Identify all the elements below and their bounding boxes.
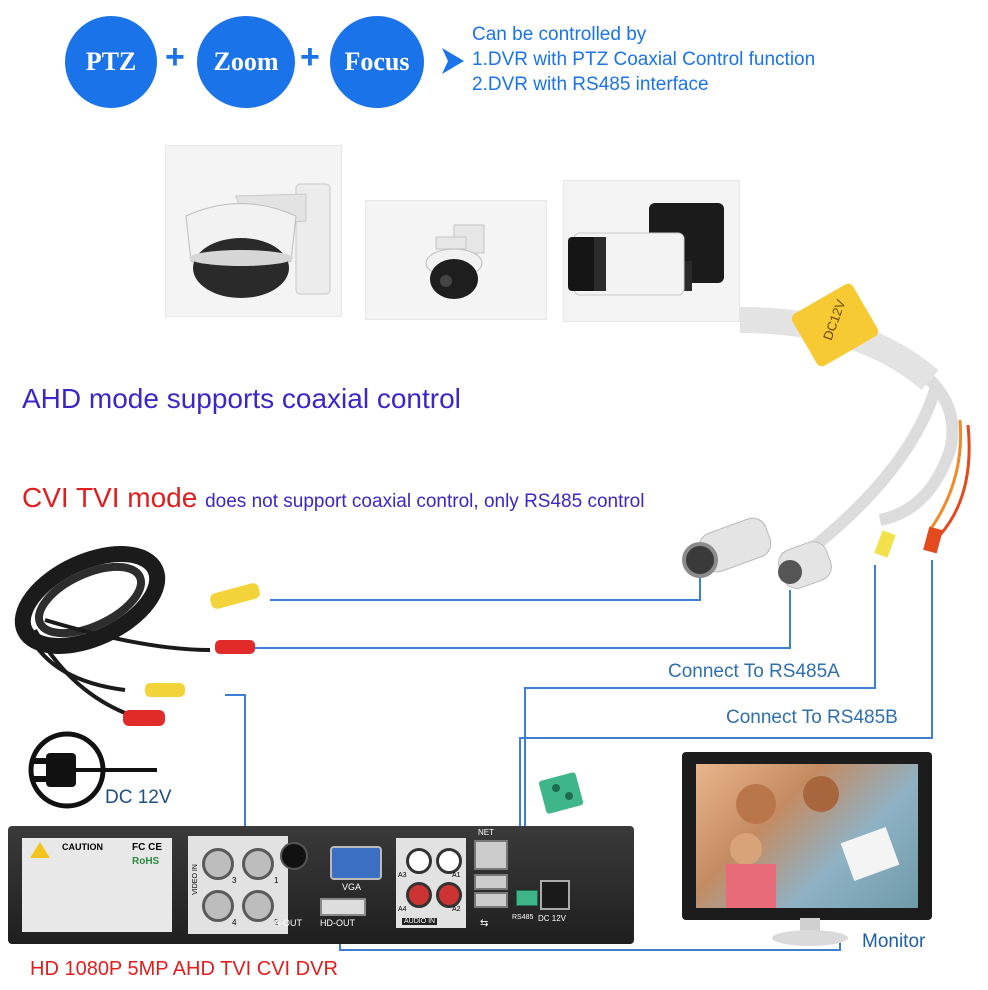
zoom-label: Zoom [213, 47, 279, 76]
monitor [682, 752, 932, 920]
camera-pigtail-cable: DC12V [682, 283, 971, 589]
cvi-tvi-mode-note: CVI TVI mode does not support coaxial co… [22, 482, 644, 514]
monitor-screen-family-photo [696, 764, 918, 908]
video-in-label: VIDEO IN [191, 864, 199, 895]
monitor-label: Monitor [862, 931, 926, 952]
audio-in-label: AUDIO IN [402, 918, 438, 925]
rs485-terminal-block [538, 772, 584, 814]
fcc-ce-mark: FC CE [132, 842, 162, 853]
ethernet-port[interactable] [474, 840, 508, 870]
usb-port[interactable] [474, 892, 508, 908]
hd-out-label: HD-OUT [320, 918, 355, 928]
bnc-port[interactable] [242, 848, 274, 880]
rs485-port[interactable] [516, 890, 538, 906]
dc-12v-label: DC 12V [105, 787, 172, 808]
ptz-label: PTZ [85, 47, 137, 76]
rs485-label: RS485 [512, 914, 534, 921]
focus-badge: Focus [330, 16, 424, 108]
bnc-port[interactable] [202, 890, 234, 922]
hdmi-port[interactable] [320, 898, 366, 916]
vga-port[interactable] [330, 846, 382, 880]
dc-power-port[interactable] [540, 880, 570, 910]
net-label: NET [478, 828, 494, 837]
camera-photo-speed-dome [365, 200, 547, 320]
camera-photo-bullet-ptz [563, 180, 740, 322]
audio-out-port[interactable] [280, 842, 308, 870]
rca-port[interactable] [436, 882, 462, 908]
a-out-label: A-OUT [274, 918, 302, 928]
control-option-2: 2.DVR with RS485 interface [472, 74, 709, 95]
ptz-badge: PTZ [65, 16, 157, 108]
cvi-tvi-detail: does not support coaxial control, only R… [205, 491, 645, 512]
power-plug-icon [28, 731, 157, 809]
control-description: Can be controlled by 1.DVR with PTZ Coax… [472, 22, 815, 97]
warning-triangle-icon [30, 842, 50, 858]
bnc-number: 1 [274, 876, 279, 885]
usb-port[interactable] [474, 874, 508, 890]
audio-in-group: A3 A1 A4 A2 AUDIO IN [396, 838, 466, 928]
bnc-number: 2 [274, 918, 279, 927]
bnc-number: 4 [232, 918, 237, 927]
bnc-port[interactable] [242, 890, 274, 922]
cvi-tvi-label: CVI TVI mode [22, 482, 198, 513]
arrow-right-icon [442, 48, 464, 74]
bnc-port[interactable] [202, 848, 234, 880]
usb-icon: ⇆ [480, 918, 489, 929]
rca-port[interactable] [436, 848, 462, 874]
rca-port[interactable] [406, 882, 432, 908]
camera-photo-mini-ptz [165, 145, 342, 317]
bnc-cable-coil [14, 546, 260, 726]
audio-port-label: A2 [452, 906, 461, 913]
dvr-rear-panel: CAUTION FC CE RoHS VIDEO IN 3 1 4 2 A-OU… [8, 826, 634, 944]
caution-label: CAUTION [62, 842, 103, 852]
control-intro: Can be controlled by [472, 24, 647, 45]
rs485a-label: Connect To RS485A [668, 661, 840, 682]
zoom-badge: Zoom [197, 16, 295, 108]
monitor-stand [772, 918, 848, 946]
dvr-label-plate: CAUTION FC CE RoHS [22, 838, 172, 932]
dvr-model-label: HD 1080P 5MP AHD TVI CVI DVR [30, 958, 338, 980]
rca-port[interactable] [406, 848, 432, 874]
audio-port-label: A3 [398, 872, 407, 879]
audio-port-label: A1 [452, 872, 461, 879]
rohs-mark: RoHS [132, 856, 160, 867]
dc-12v-port-label: DC 12V [538, 914, 567, 923]
bnc-number: 3 [232, 876, 237, 885]
video-in-group: VIDEO IN 3 1 4 2 [188, 836, 288, 934]
audio-port-label: A4 [398, 906, 407, 913]
control-option-1: 1.DVR with PTZ Coaxial Control function [472, 49, 816, 70]
plus-sign: + [300, 38, 320, 76]
rs485b-label: Connect To RS485B [726, 707, 898, 728]
plus-sign: + [165, 38, 185, 76]
ahd-mode-note: AHD mode supports coaxial control [22, 383, 461, 414]
vga-label: VGA [342, 882, 362, 892]
focus-label: Focus [344, 47, 410, 76]
